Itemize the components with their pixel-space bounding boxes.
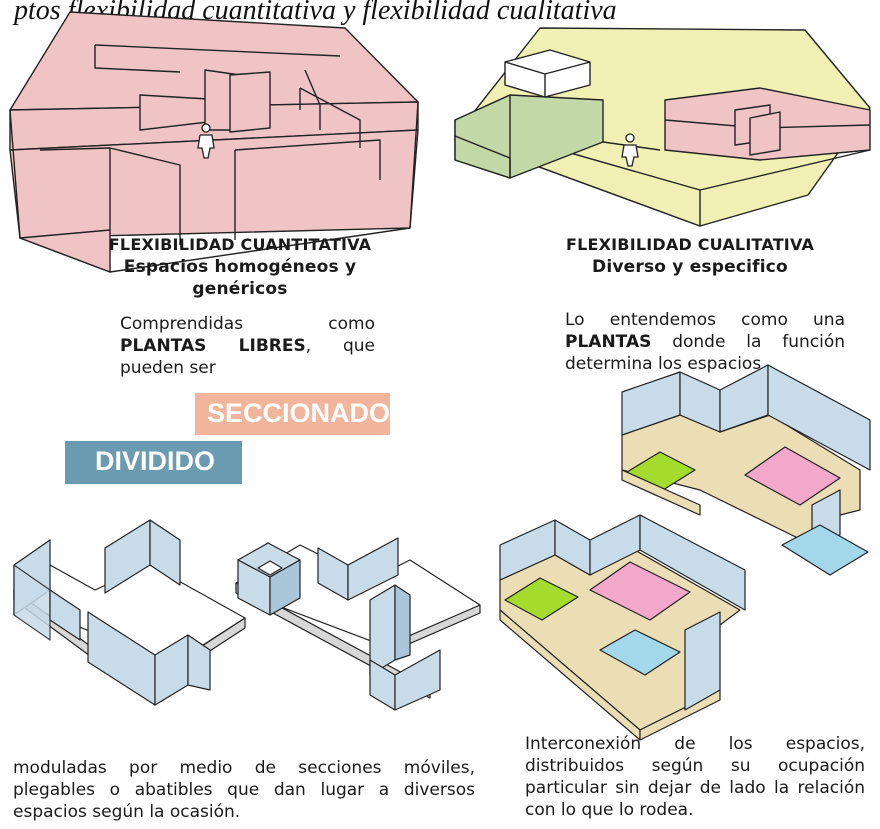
left-heading: FLEXIBILIDAD CUANTITATIVA Espacios homog… (75, 234, 405, 300)
cyan-square-upper (781, 524, 869, 576)
pink-square-lower (589, 561, 691, 621)
left-emphasis: PLANTAS LIBRES (120, 336, 306, 356)
right-subtitle: Diverso y especifico (592, 257, 788, 277)
left-bottom-text: moduladas por medio de secciones móviles… (13, 758, 475, 822)
seccionado-label: SECCIONADO (195, 393, 390, 435)
left-title: FLEXIBILIDAD CUANTITATIVA (108, 235, 372, 254)
right-description: Lo entendemos como una PLANTAS donde la … (565, 310, 845, 374)
dividido-label: DIVIDIDO (65, 441, 242, 484)
right-bottom-text: Interconexión de los espacios, distribui… (525, 734, 865, 820)
left-subtitle: Espacios homogéneos y genéricos (123, 257, 357, 299)
right-title: FLEXIBILIDAD CUALITATIVA (565, 235, 815, 254)
lime-square-lower (504, 577, 579, 621)
right-heading: FLEXIBILIDAD CUALITATIVA Diverso y espec… (560, 234, 820, 278)
left-description: Comprendidas como PLANTAS LIBRES, que pu… (120, 314, 375, 378)
person-figure (197, 123, 215, 159)
cyan-square-lower (599, 629, 681, 676)
right-emphasis: PLANTAS (565, 332, 652, 352)
pink-square-upper (744, 446, 841, 506)
person-figure-right (621, 133, 639, 167)
